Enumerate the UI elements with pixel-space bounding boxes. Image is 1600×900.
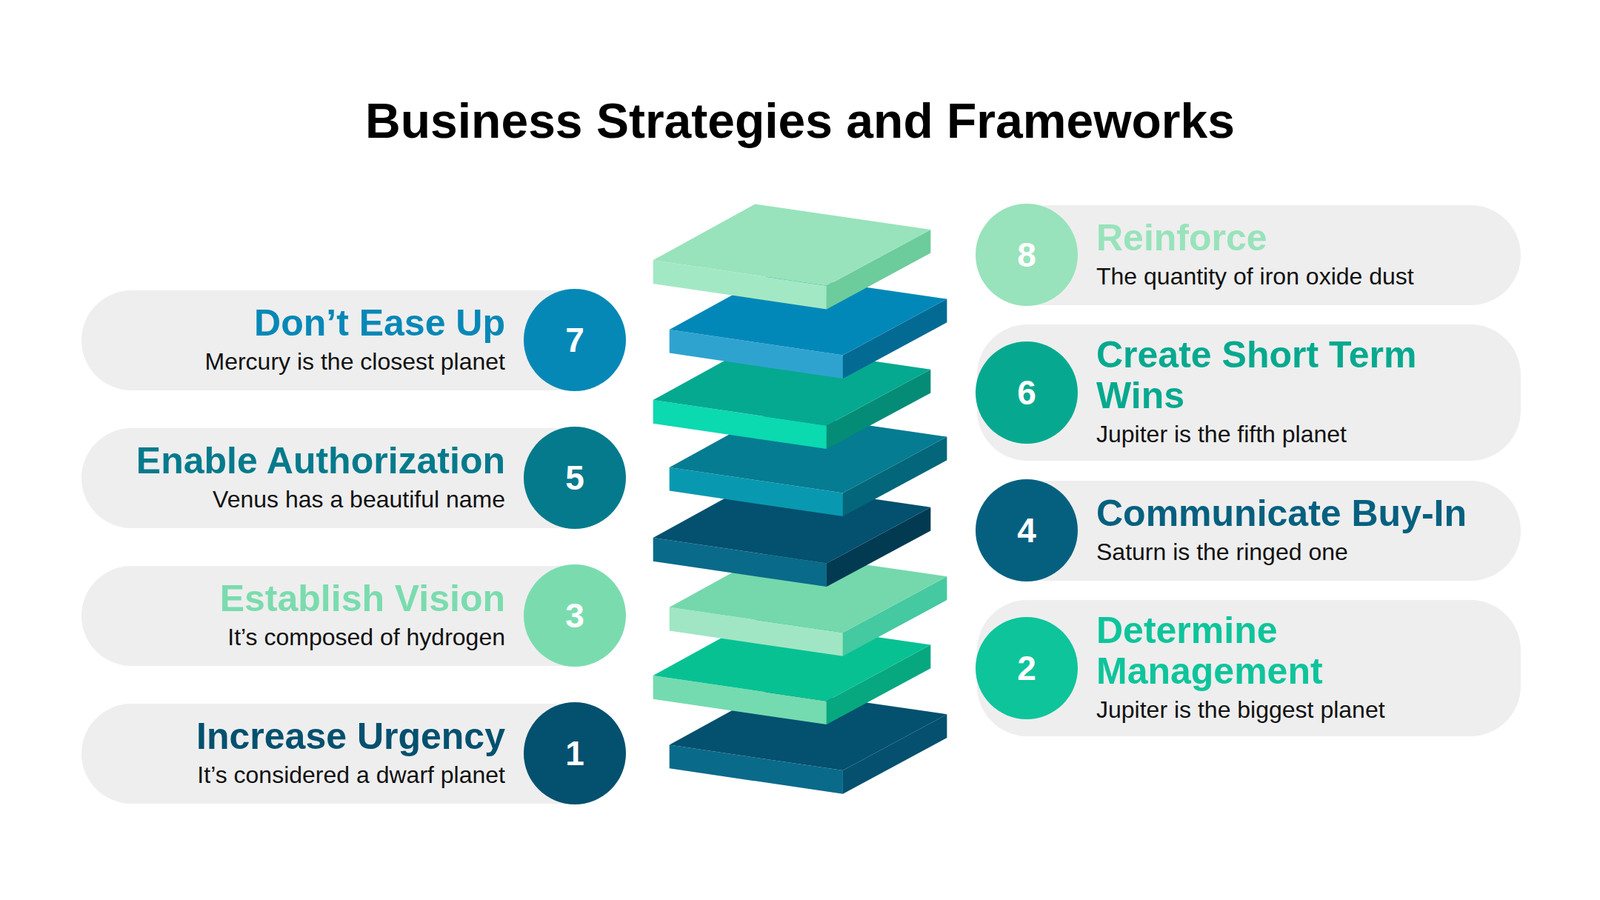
step-heading: Communicate Buy-In [1096,493,1499,535]
step-pill: ReinforceThe quantity of iron oxide dust… [977,205,1521,306]
step-description: Mercury is the closest planet [111,346,506,378]
step-number-circle: 8 [975,203,1078,306]
step-description: Venus has a beautiful name [111,484,506,516]
step-description: Jupiter is the biggest planet [1096,694,1499,726]
step-number-circle: 4 [975,479,1078,582]
step-pill: Increase UrgencyIt’s considered a dwarf … [81,703,625,804]
step-number: 3 [565,595,585,636]
step-number-circle: 6 [975,341,1078,444]
step-description: The quantity of iron oxide dust [1096,261,1499,293]
step-description: It’s composed of hydrogen [111,622,506,654]
step-number-circle: 7 [523,288,626,392]
step-heading: Create Short Term Wins [1096,334,1499,417]
step-number-circle: 5 [523,426,626,529]
step-number: 7 [565,320,585,360]
step-number-circle: 1 [523,702,626,805]
step-pill: Establish VisionIt’s composed of hydroge… [81,565,625,666]
slab-face [653,204,932,286]
step-heading: Enable Authorization [111,440,506,482]
step-pill: Determine ManagementJupiter is the bigge… [977,600,1521,737]
step-number: 5 [565,457,585,498]
diagram-title: Business Strategies and Frameworks [0,92,1600,149]
step-description: Jupiter is the fifth planet [1096,419,1499,451]
step-number: 2 [1017,648,1037,689]
step-pill: Communicate Buy-InSaturn is the ringed o… [977,480,1521,581]
step-pill: Don’t Ease UpMercury is the closest plan… [81,290,625,391]
step-number-circle: 3 [523,564,626,667]
step-pill: Create Short Term WinsJupiter is the fif… [977,324,1521,461]
step-heading: Increase Urgency [111,716,506,758]
step-number-circle: 2 [975,617,1078,720]
step-description: Saturn is the ringed one [1096,537,1499,569]
step-number: 6 [1017,372,1037,413]
step-description: It’s considered a dwarf planet [111,760,506,792]
step-heading: Don’t Ease Up [111,302,506,344]
step-number: 1 [565,733,585,774]
step-heading: Establish Vision [111,578,506,620]
step-pill: Enable AuthorizationVenus has a beautifu… [81,428,625,529]
step-heading: Determine Management [1096,610,1499,692]
step-number: 8 [1017,234,1037,275]
step-heading: Reinforce [1096,217,1499,259]
step-number: 4 [1017,510,1037,551]
